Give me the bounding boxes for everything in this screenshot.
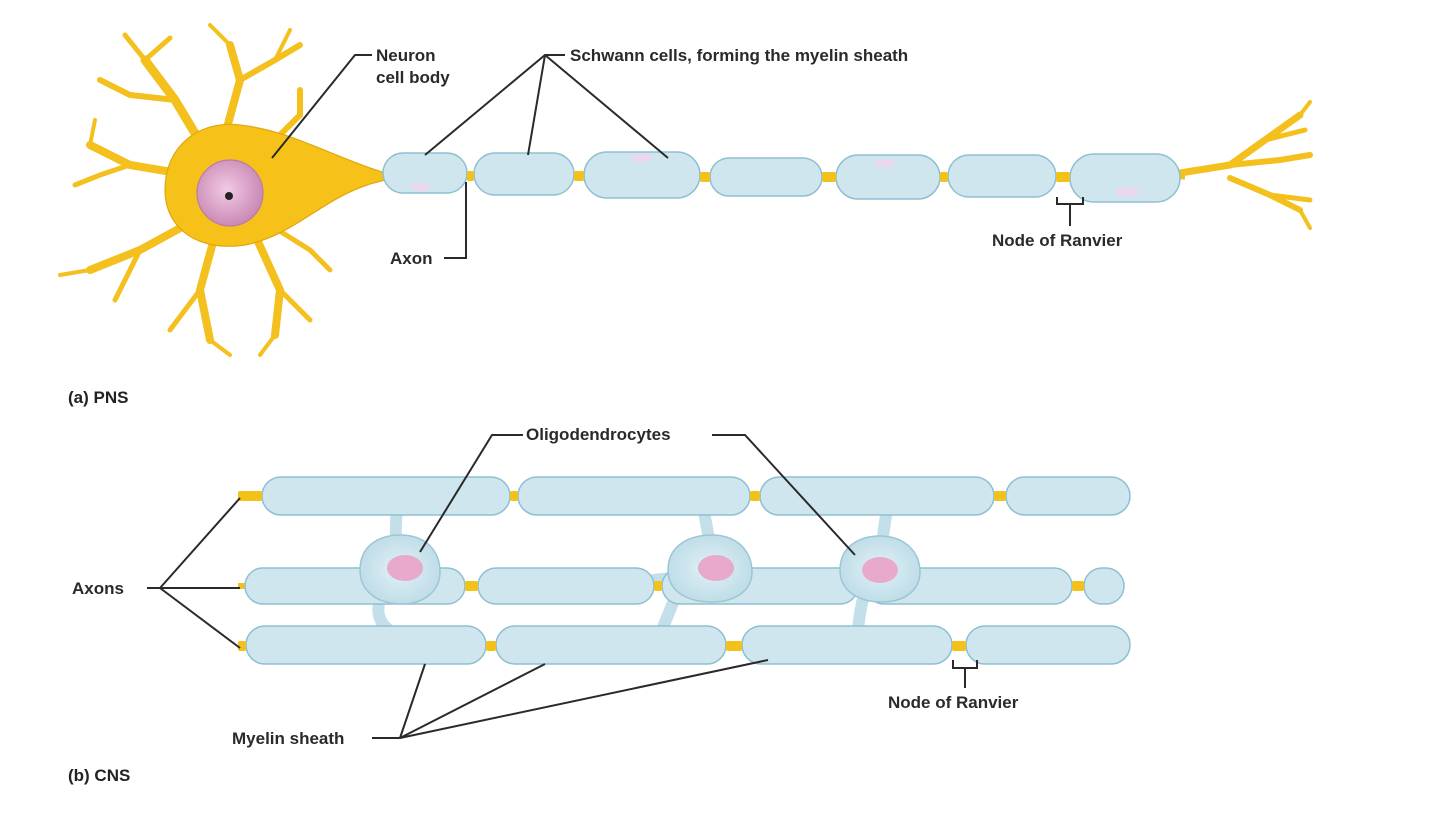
label-neuron-cell-body-line1: Neuron <box>376 46 436 65</box>
cns-myelin-sheaths <box>244 476 1131 665</box>
label-schwann-cells: Schwann cells, forming the myelin sheath <box>570 46 909 65</box>
node-of-ranvier <box>486 641 496 651</box>
myelin-sheath <box>1005 476 1131 516</box>
node-of-ranvier <box>654 581 662 591</box>
myelin-sheath <box>477 567 655 605</box>
node-of-ranvier <box>750 491 760 501</box>
oligodendrocyte-nucleus <box>387 555 423 581</box>
myelin-sheath <box>245 625 487 665</box>
oligodendrocytes <box>359 534 921 605</box>
schwann-nucleus <box>1115 187 1139 197</box>
node-of-ranvier <box>822 172 836 182</box>
cns-nodes <box>238 491 1084 651</box>
label-axon: Axon <box>390 249 433 268</box>
myelin-sheath <box>495 625 727 665</box>
node-of-ranvier <box>510 491 518 501</box>
schwann-cells <box>382 151 1181 203</box>
oligodendrocyte-nucleus <box>862 557 898 583</box>
pns-neuron <box>58 23 1313 357</box>
node-of-ranvier <box>940 172 948 182</box>
node-of-ranvier <box>952 641 966 651</box>
label-myelin-sheath: Myelin sheath <box>232 729 345 748</box>
node-of-ranvier <box>700 172 710 182</box>
node-of-ranvier <box>465 581 478 591</box>
axon-terminals <box>1176 100 1313 230</box>
node-of-ranvier <box>574 171 584 181</box>
label-neuron-cell-body-line2: cell body <box>376 68 450 87</box>
schwann-nucleus <box>410 183 430 191</box>
node-of-ranvier <box>726 641 742 651</box>
schwann-nucleus <box>875 159 895 167</box>
oligodendrocyte-nucleus <box>698 555 734 581</box>
label-axons: Axons <box>72 579 124 598</box>
label-node-of-ranvier-cns: Node of Ranvier <box>888 693 1019 712</box>
panel-label-cns: (b) CNS <box>68 766 131 785</box>
panel-label-pns: (a) PNS <box>68 388 129 407</box>
node-of-ranvier <box>238 641 246 651</box>
node-of-ranvier <box>1056 172 1070 182</box>
myelin-sheath <box>517 476 751 516</box>
schwann-cell <box>947 154 1057 198</box>
myelin-sheath <box>741 625 953 665</box>
node-of-ranvier <box>994 491 1006 501</box>
myelin-sheath <box>759 476 995 516</box>
node-of-ranvier <box>238 491 262 501</box>
cns-leader-lines <box>147 434 978 739</box>
pns-leader-lines <box>271 54 1084 259</box>
label-oligodendrocytes: Oligodendrocytes <box>526 425 671 444</box>
myelin-sheath <box>261 476 511 516</box>
myelin-sheath <box>1083 567 1125 605</box>
neuron-nucleolus <box>225 192 233 200</box>
node-of-ranvier <box>1072 581 1084 591</box>
node-of-ranvier <box>467 171 474 181</box>
schwann-cell <box>709 157 823 197</box>
label-node-of-ranvier-pns: Node of Ranvier <box>992 231 1123 250</box>
schwann-nucleus <box>631 154 653 162</box>
schwann-cell <box>473 152 575 196</box>
myelin-sheath <box>965 625 1131 665</box>
